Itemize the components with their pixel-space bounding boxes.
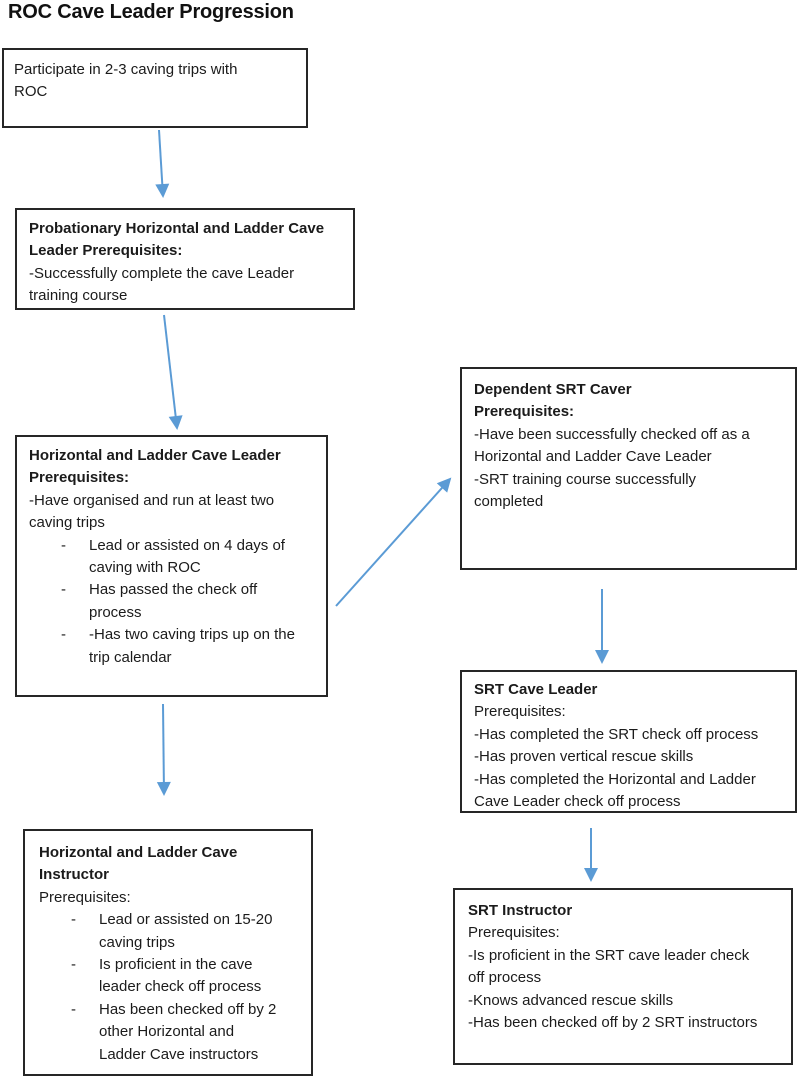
bullet-item: - Has been checked off by 2 other Horizon… [39, 999, 276, 1066]
box-heading: SRT Cave Leader [474, 681, 598, 698]
box-text: Prerequisites: -Has completed the SRT ch… [474, 703, 759, 811]
box-probationary-horizontal-ladder-cave-leader: Probationary Horizontal and Ladder Cave … [15, 208, 355, 310]
box-text: Participate in 2-3 caving trips with ROC [14, 61, 238, 101]
bullet-dash: - [61, 626, 66, 644]
bullet-text: Is proficient in the cave leader check o… [99, 956, 262, 996]
bullet-item: - Lead or assisted on 15-20 caving trips [39, 909, 276, 954]
bullet-text: Lead or assisted on 4 days of caving wit… [89, 536, 285, 577]
box-text: -Have organised and run at least two cav… [29, 491, 275, 532]
box-dependent-srt-caver: Dependent SRT Caver Prerequisites:-Have … [460, 367, 797, 570]
bullet-dash: - [71, 1000, 76, 1018]
bullet-text: Has been checked off by 2 other Horizont… [99, 1000, 277, 1063]
bullet-text: Has passed the check off process [89, 581, 258, 621]
bullet-dash: - [71, 956, 76, 974]
box-text: Prerequisites: [39, 888, 131, 906]
bullet-dash: - [71, 911, 76, 929]
box-text: -Have been successfully checked off as a… [474, 425, 750, 511]
box-heading: SRT Instructor [468, 902, 573, 919]
arrow-horizontal-ladder-leader-to-dependent-srt [335, 477, 452, 607]
arrow-probationary-to-horizontal-ladder-leader [163, 314, 183, 430]
box-text: Prerequisites: -Is proficient in the SRT… [468, 924, 758, 1032]
page-title: ROC Cave Leader Progression [8, 1, 294, 23]
arrow-horizontal-ladder-leader-to-instructor [156, 703, 171, 796]
arrow-participate-to-probationary [155, 129, 170, 198]
bullet-item: - Has passed the check off process [29, 579, 295, 624]
bullet-text: -Has two caving trips up on the trip cal… [89, 626, 295, 666]
box-heading: Probationary Horizontal and Ladder Cave … [29, 220, 325, 260]
bullet-dash: - [61, 536, 66, 554]
bullet-item: - -Has two caving trips up on the trip ca… [29, 624, 295, 669]
bullet-item: - Is proficient in the cave leader check … [39, 954, 276, 999]
box-participate-trips: Participate in 2-3 caving trips with ROC [2, 48, 308, 128]
box-horizontal-ladder-cave-leader: Horizontal and Ladder Cave Leader Prereq… [15, 435, 328, 697]
box-heading: Dependent SRT Caver Prerequisites: [474, 381, 632, 421]
bullet-item: - Lead or assisted on 4 days of caving wi… [29, 535, 295, 580]
box-heading: Horizontal and Ladder Cave Leader Prereq… [29, 447, 281, 487]
box-heading: Horizontal and Ladder Cave Instructor [39, 844, 238, 884]
bullet-dash: - [61, 581, 66, 599]
bullet-text: Lead or assisted on 15-20 caving trips [99, 911, 273, 951]
box-text: -Successfully complete the cave Leader t… [29, 264, 295, 305]
